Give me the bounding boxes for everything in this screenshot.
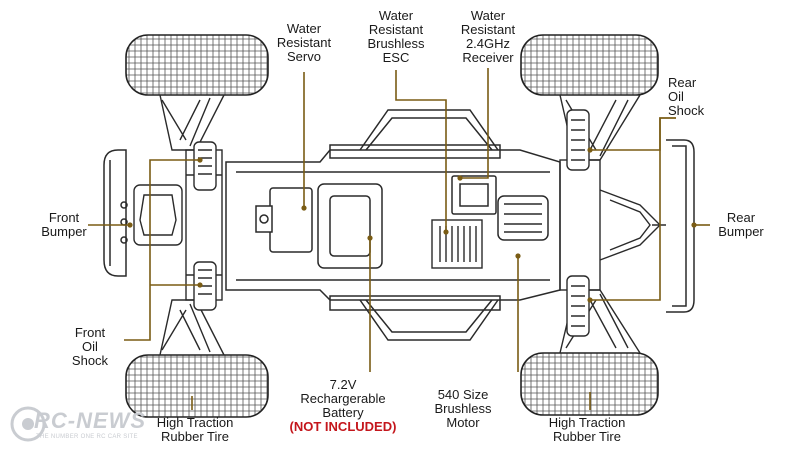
watermark-car-icon (10, 406, 46, 442)
leader-dots (127, 147, 697, 303)
rear-right-tire (520, 352, 659, 416)
watermark-tagline: THE NUMBER ONE RC CAR SITE (36, 434, 138, 440)
battery (317, 183, 383, 269)
front-right-tire (125, 354, 269, 418)
motor (497, 195, 549, 241)
rear-left-tire (520, 34, 659, 96)
leader-lines (88, 68, 710, 410)
watermark-logo: RC-NEWS THE NUMBER ONE RC CAR SITE (8, 398, 158, 458)
roll-cage (359, 109, 499, 341)
servo (255, 187, 313, 253)
front-left-tire (125, 34, 269, 96)
front-suspension (133, 94, 225, 356)
front-bumper (103, 149, 128, 277)
front-oil-shocks (193, 141, 217, 311)
battery-not-included-note: (NOT INCLUDED) (289, 419, 397, 434)
esc (431, 219, 483, 269)
watermark-brand: RC-NEWS (34, 408, 147, 433)
receiver (451, 175, 497, 215)
rear-oil-shocks (566, 109, 590, 337)
